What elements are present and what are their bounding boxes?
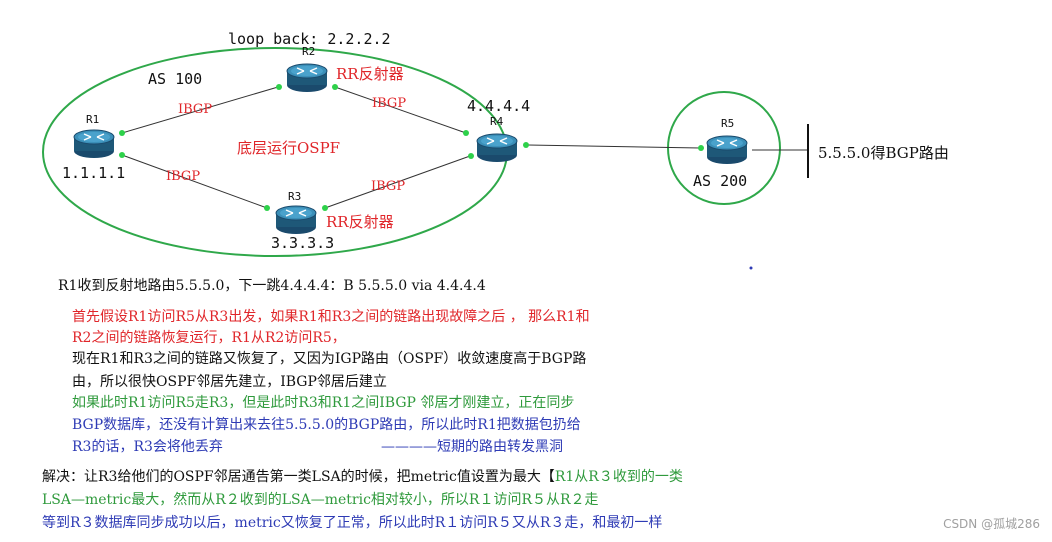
r4-ip: 4.4.4.4 bbox=[467, 97, 530, 115]
blackhole-note: ————短期的路由转发黑洞 bbox=[381, 439, 563, 455]
blue-paragraph-line-2: R3的话，R3会将他丢弃 bbox=[72, 439, 223, 455]
router-icon bbox=[476, 133, 518, 163]
port-dots bbox=[119, 84, 704, 211]
r2-name: R2 bbox=[302, 45, 315, 58]
decorative-dot bbox=[749, 266, 753, 270]
blue-paragraph-line-1: BGP数据库，还没有计算出来去往5.5.5.0的BGP路由，所以此时R1把数据包… bbox=[72, 417, 581, 433]
r1-ip: 1.1.1.1 bbox=[62, 164, 125, 182]
solution-black-text: 解决：让R3给他们的OSPF邻居通告第一类LSA的时候，把metric值设置为最… bbox=[42, 469, 555, 485]
ospf-label: 底层运行OSPF bbox=[237, 139, 340, 157]
r1-name: R1 bbox=[86, 113, 99, 126]
router-icon bbox=[286, 63, 328, 93]
ibgp-label-r3-r4: IBGP bbox=[371, 179, 405, 194]
r3-ip: 3.3.3.3 bbox=[271, 234, 334, 252]
solution-line-2: LSA—metric最大，然而从R２收到的LSA—metric相对较小，所以R１… bbox=[42, 492, 599, 508]
as100-label: AS 100 bbox=[148, 70, 202, 88]
ibgp-label-r2-r4: IBGP bbox=[372, 96, 406, 111]
red-paragraph-line-2: R2之间的链路恢复运行，R1从R2访问R5， bbox=[72, 330, 346, 346]
r5-route-label: 5.5.5.0得BGP路由 bbox=[818, 144, 949, 162]
ibgp-label-r1-r2: IBGP bbox=[178, 102, 212, 117]
solution-line-1: 解决：让R3给他们的OSPF邻居通告第一类LSA的时候，把metric值设置为最… bbox=[42, 467, 683, 487]
r2-note: RR反射器 bbox=[336, 65, 404, 83]
router-icon bbox=[73, 129, 115, 159]
r3-name: R3 bbox=[288, 190, 301, 203]
green-paragraph-line-1: 如果此时R1访问R5走R3，但是此时R3和R1之间IBGP 邻居才刚建立，正在同… bbox=[72, 395, 575, 411]
r5-name: R5 bbox=[721, 117, 734, 130]
loopback-label: loop back: 2.2.2.2 bbox=[228, 30, 391, 48]
red-paragraph-line-1: 首先假设R1访问R5从R3出发，如果R1和R3之间的链路出现故障之后 ， 那么R… bbox=[72, 309, 590, 325]
link-r2-r4 bbox=[334, 86, 467, 134]
as200-boundary bbox=[667, 91, 781, 205]
route-summary-line: R1收到反射地路由5.5.5.0，下一跳4.4.4.4：B 5.5.5.0 vi… bbox=[58, 278, 486, 294]
link-r1-r2 bbox=[121, 86, 279, 134]
link-r3-r4 bbox=[324, 155, 471, 209]
r3-note: RR反射器 bbox=[326, 213, 394, 231]
r4-name: R4 bbox=[490, 115, 504, 128]
router-icon bbox=[275, 205, 317, 235]
solution-green-text: R1从R３收到的一类 bbox=[554, 469, 683, 485]
as200-label: AS 200 bbox=[693, 172, 747, 190]
watermark: CSDN @孤城286 bbox=[943, 517, 1040, 531]
link-r1-r3 bbox=[121, 154, 268, 209]
router-icon bbox=[706, 135, 748, 165]
ibgp-label-r1-r3: IBGP bbox=[166, 169, 200, 184]
black-paragraph-line-2: 由，所以很快OSPF邻居先建立，IBGP邻居后建立 bbox=[72, 374, 387, 390]
link-r4-r5 bbox=[527, 144, 701, 149]
black-paragraph-line-1: 现在R1和R3之间的链路又恢复了，又因为IGP路由（OSPF）收敛速度高于BGP… bbox=[72, 351, 587, 367]
solution-line-3: 等到R３数据库同步成功以后，metric又恢复了正常，所以此时R１访问R５又从R… bbox=[42, 515, 663, 531]
